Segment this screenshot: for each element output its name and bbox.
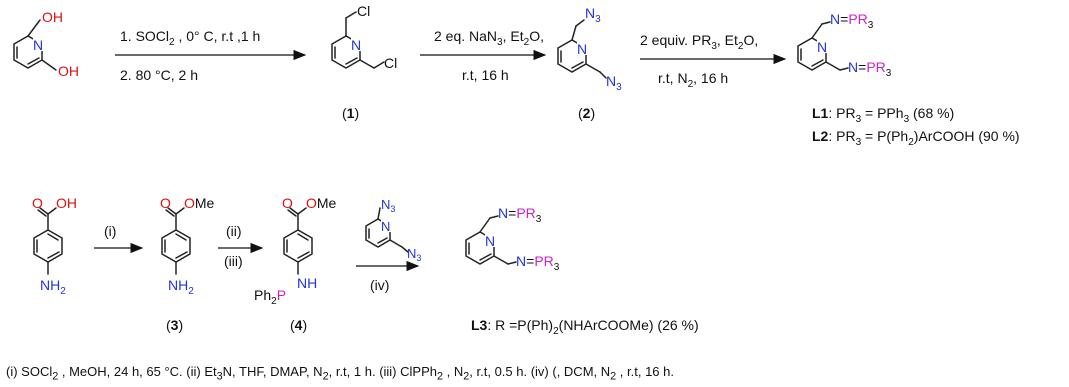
- pyridine-dimethanol-structure: N OH OH: [13, 9, 79, 79]
- iminophosphorane-group: N=PR3: [830, 11, 874, 31]
- step1-conditions-line1: 1. SOCl2 , 0° C, r.t ,1 h: [120, 28, 260, 48]
- atom-n: N: [33, 37, 43, 53]
- step3-conditions-line1: 2 equiv. PR3, Et2O,: [640, 32, 758, 52]
- compound-1-structure: N Cl Cl (1): [331, 3, 397, 121]
- diazide-reagent-structure: N N3 N3: [365, 197, 421, 263]
- compound-3-label: (3): [166, 317, 183, 333]
- iminophosphorane-group: N=PR3: [516, 253, 560, 273]
- atom-n: N: [381, 219, 390, 234]
- atom-azide: N3: [585, 5, 601, 25]
- atom-azide: N3: [381, 197, 395, 214]
- atom-oh: OH: [56, 195, 77, 211]
- compound-1-label: (1): [342, 105, 359, 121]
- step-ii-label: (ii): [226, 223, 242, 239]
- compound-3-structure: O OMe NH2 (3): [160, 195, 215, 333]
- l2-definition: L2: PR3 = P(Ph2)ArCOOH (90 %): [812, 128, 1020, 148]
- reaction-arrow-i: (i): [94, 223, 144, 254]
- atom-o: O: [282, 195, 293, 211]
- atom-ph2p: Ph2P: [254, 287, 286, 307]
- atom-n: N: [817, 39, 827, 55]
- reaction-arrow-1: 1. SOCl2 , 0° C, r.t ,1 h 2. 80 °C, 2 h: [115, 28, 307, 83]
- reaction-arrow-iv: (iv): [356, 260, 420, 293]
- atom-nh: NH: [297, 275, 317, 291]
- atom-ome: OMe: [184, 195, 215, 211]
- atom-n: N: [351, 37, 361, 53]
- ligand-l3-structure: N N=PR3 N=PR3: [465, 205, 560, 273]
- step-iv-label: (iv): [370, 277, 389, 293]
- reaction-arrow-2: 2 eq. NaN3, Et2O, r.t, 16 h: [420, 28, 547, 83]
- atom-azide: N3: [606, 73, 622, 93]
- ligand-l1-l2-structure: N N=PR3 N=PR3: [797, 11, 892, 79]
- l1-definition: L1: PR3 = PPh3 (68 %): [812, 105, 954, 125]
- compound-4-label: (4): [290, 317, 307, 333]
- reaction-arrow-ii-iii: (ii) (iii): [218, 223, 264, 269]
- atom-nh2: NH2: [40, 277, 66, 297]
- atom-nh2: NH2: [168, 277, 194, 297]
- atom-o: O: [160, 195, 171, 211]
- atom-oh: OH: [42, 9, 63, 25]
- compound-2-structure: N N3 N3 (2): [557, 5, 622, 121]
- step2-conditions-line2: r.t, 16 h: [462, 67, 509, 83]
- step3-conditions-line2: r.t, N2, 16 h: [658, 70, 728, 90]
- reaction-arrow-3: 2 equiv. PR3, Et2O, r.t, N2, 16 h: [640, 32, 787, 90]
- atom-n: N: [485, 233, 495, 249]
- step1-conditions-line2: 2. 80 °C, 2 h: [120, 67, 198, 83]
- atom-cl: Cl: [384, 55, 397, 71]
- aminobenzoic-acid-structure: O OH NH2: [32, 195, 77, 297]
- atom-cl: Cl: [357, 3, 370, 19]
- compound-2-label: (2): [578, 105, 595, 121]
- iminophosphorane-group: N=PR3: [848, 59, 892, 79]
- atom-oh: OH: [58, 63, 79, 79]
- step-iii-label: (iii): [224, 253, 243, 269]
- step2-conditions-line1: 2 eq. NaN3, Et2O,: [434, 28, 544, 48]
- atom-o: O: [32, 195, 43, 211]
- atom-n: N: [577, 41, 587, 57]
- atom-azide: N3: [407, 246, 421, 263]
- step-i-label: (i): [104, 223, 116, 239]
- reaction-scheme: N OH OH 1. SOCl2 , 0° C, r.t ,1 h 2. 80 …: [13, 3, 1020, 337]
- conditions-footnote: (i) SOCl2 , MeOH, 24 h, 65 °C. (ii) Et3N…: [6, 364, 674, 383]
- l3-definition: L3: R =P(Ph)2(NHArCOOMe) (26 %): [471, 317, 699, 337]
- atom-ome: OMe: [306, 195, 337, 211]
- iminophosphorane-group: N=PR3: [498, 205, 542, 225]
- compound-4-structure: O OMe NH Ph2P (4): [254, 195, 337, 333]
